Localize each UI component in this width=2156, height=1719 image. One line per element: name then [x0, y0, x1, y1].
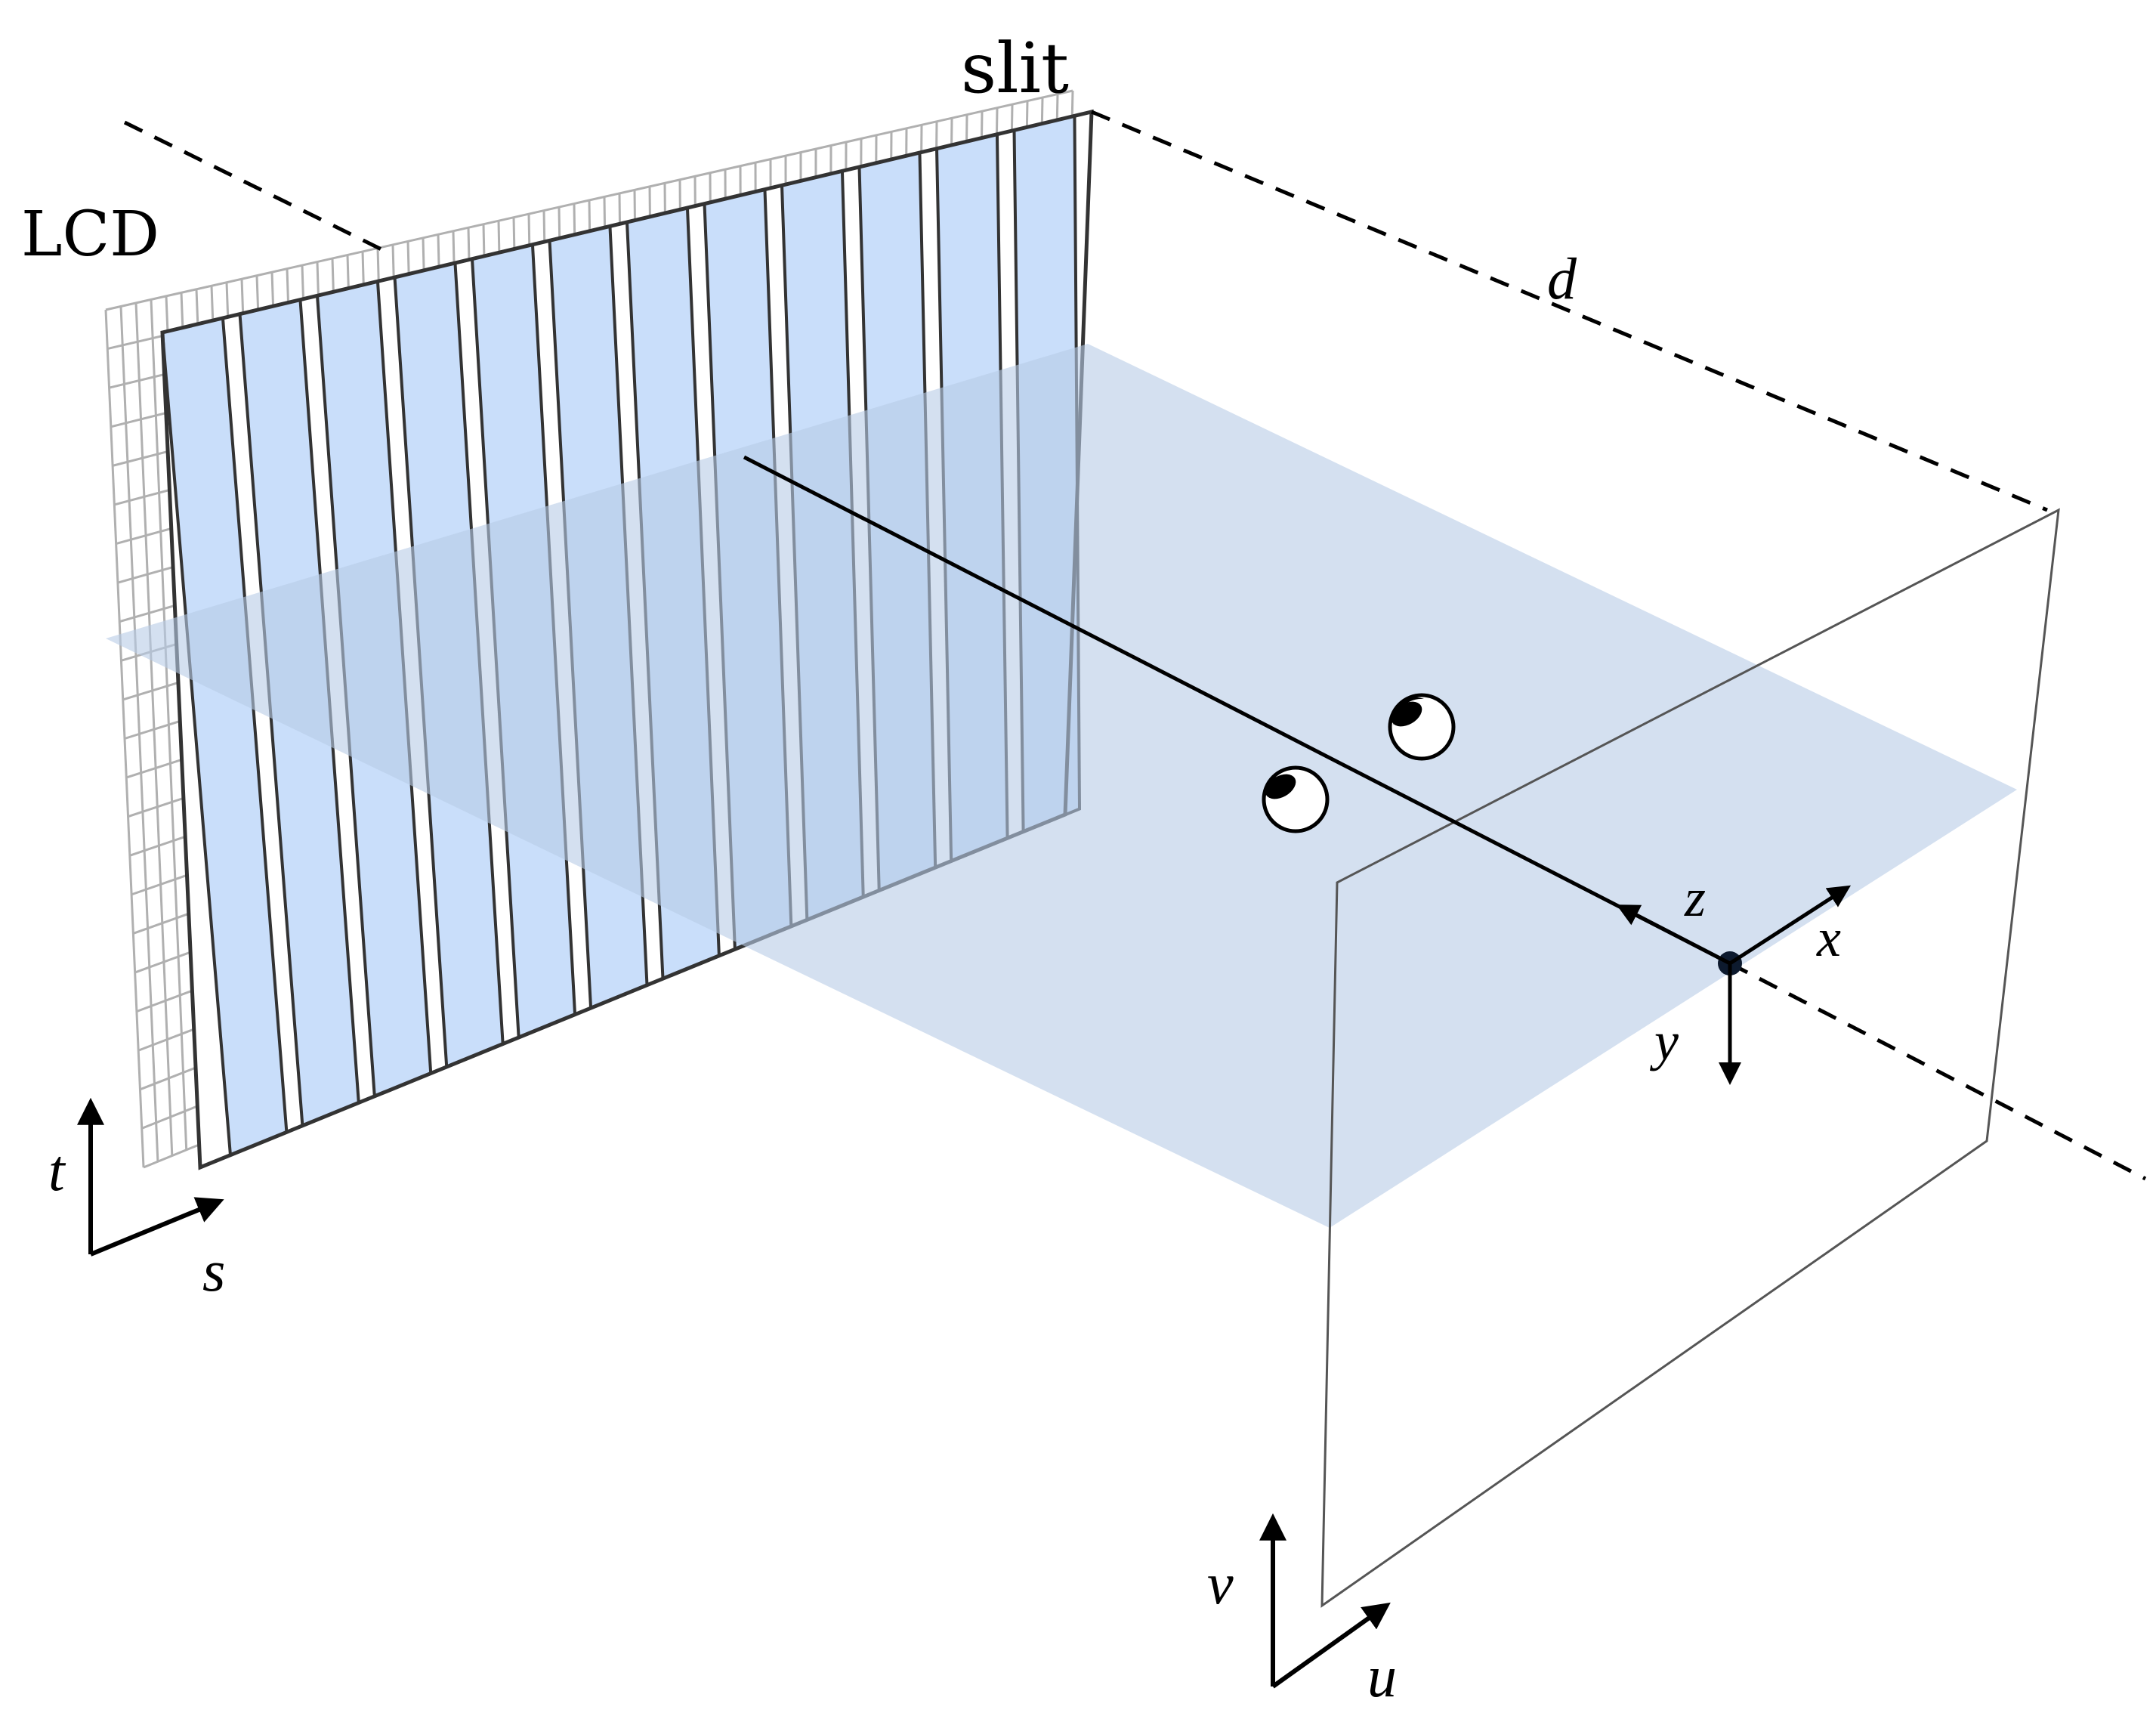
label-s: s: [202, 1238, 225, 1303]
distance-line-near: [1728, 961, 2147, 1181]
label-x: x: [1816, 907, 1841, 968]
z-axis-arrow: [1616, 904, 1731, 966]
viewer-eye-left: [1262, 765, 1330, 833]
label-v: v: [1207, 1551, 1234, 1616]
screen-axes: [1259, 1513, 1391, 1689]
label-lcd: LCD: [21, 199, 159, 271]
s-axis-arrow: [89, 1197, 224, 1257]
label-slit: slit: [961, 28, 1069, 109]
label-t: t: [48, 1137, 66, 1203]
viewer-axes: [1616, 885, 1852, 1085]
viewer-eye-right: [1388, 693, 1456, 761]
distance-line-far: [1091, 110, 2048, 512]
label-z: z: [1684, 867, 1706, 928]
distance-line-lcd-extension: [123, 120, 383, 252]
u-axis-arrow: [1271, 1602, 1391, 1689]
viewer-screen-plane: [1320, 508, 2060, 1608]
label-y: y: [1649, 1011, 1679, 1071]
label-d: d: [1547, 246, 1577, 311]
label-u: u: [1367, 1643, 1397, 1709]
viewing-plane: [106, 344, 2017, 1228]
x-axis-arrow: [1728, 885, 1852, 966]
optical-axis-line: [743, 455, 1731, 966]
display-axes: [77, 1097, 224, 1257]
